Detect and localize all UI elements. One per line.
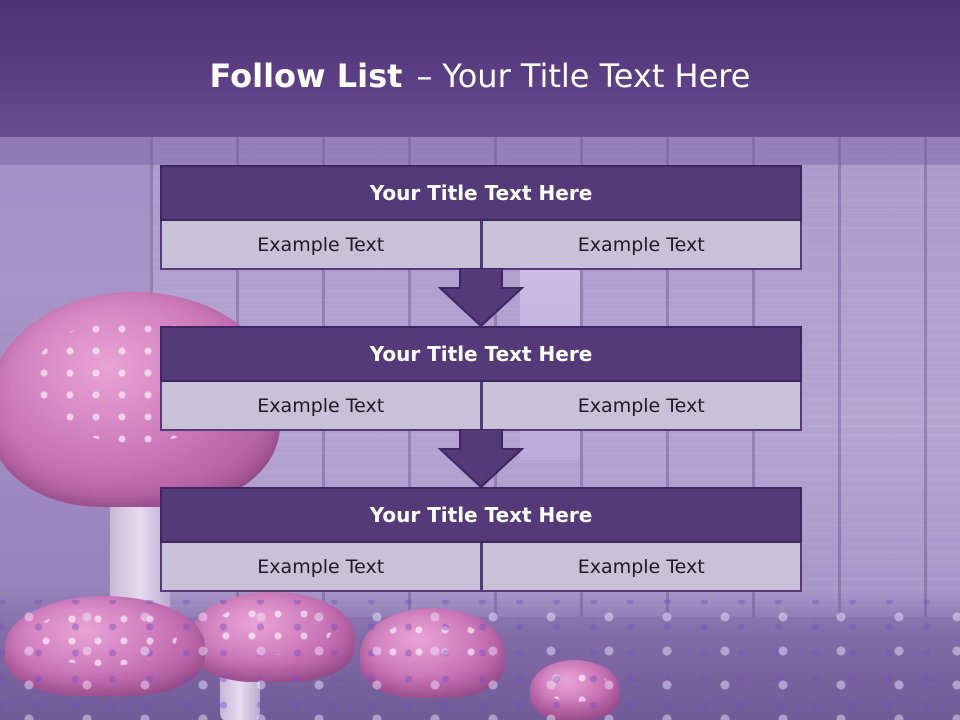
mushroom-cap xyxy=(530,660,620,720)
mushroom-cap xyxy=(360,608,505,698)
follow-step-2: Your Title Text Here Example Text Exampl… xyxy=(160,326,802,431)
step-row: Example Text Example Text xyxy=(160,543,802,592)
slide-title-rest: Your Title Text Here xyxy=(442,57,751,95)
step-title: Your Title Text Here xyxy=(160,326,802,382)
step-title: Your Title Text Here xyxy=(160,165,802,221)
slide-title-dash: – xyxy=(416,57,433,95)
down-arrow-icon xyxy=(438,429,524,489)
header-strip xyxy=(0,137,960,165)
step-title: Your Title Text Here xyxy=(160,487,802,543)
mushroom-cap xyxy=(190,592,355,682)
step-cell-right: Example Text xyxy=(481,221,802,270)
flower-field xyxy=(0,600,960,720)
down-arrow-icon xyxy=(438,268,524,328)
step-cell-right: Example Text xyxy=(481,543,802,592)
step-cell-left: Example Text xyxy=(160,543,482,592)
follow-step-1: Your Title Text Here Example Text Exampl… xyxy=(160,165,802,270)
step-row: Example Text Example Text xyxy=(160,382,802,431)
slide-title-bold: Follow List xyxy=(209,57,403,95)
step-cell-left: Example Text xyxy=(160,382,482,431)
step-row: Example Text Example Text xyxy=(160,221,802,270)
step-cell-left: Example Text xyxy=(160,221,482,270)
step-cell-right: Example Text xyxy=(481,382,802,431)
follow-step-3: Your Title Text Here Example Text Exampl… xyxy=(160,487,802,592)
mushroom-cap xyxy=(5,596,205,696)
slide-header xyxy=(0,0,960,137)
slide-title: Follow List–Your Title Text Here xyxy=(0,56,960,96)
